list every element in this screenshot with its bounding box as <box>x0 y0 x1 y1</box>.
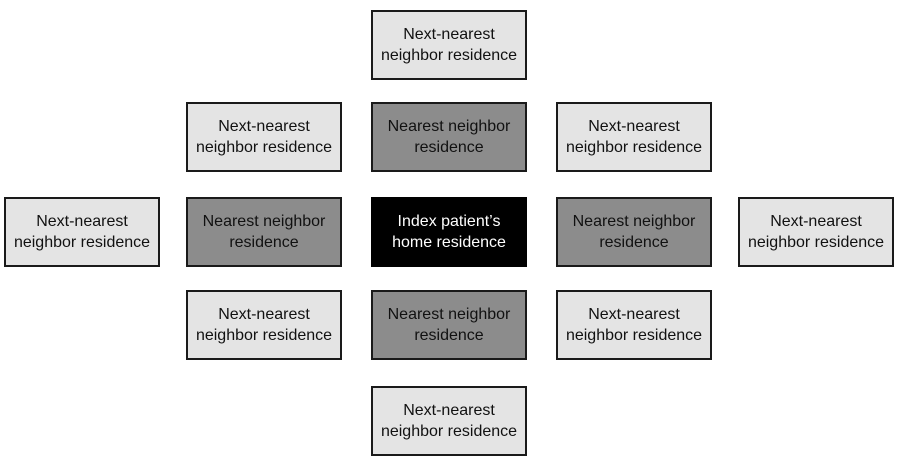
nearest-neighbor-upper: Nearest neighbor residence <box>371 102 527 172</box>
next-nearest-neighbor-far-left: Next-nearest neighbor residence <box>4 197 160 267</box>
next-nearest-neighbor-top: Next-nearest neighbor residence <box>371 10 527 80</box>
box-label: Next-nearest neighbor residence <box>13 213 151 251</box>
box-label: Next-nearest neighbor residence <box>380 26 518 64</box>
box-label: Nearest neighbor residence <box>202 213 326 251</box>
box-label: Next-nearest neighbor residence <box>380 402 518 440</box>
next-nearest-neighbor-bottom: Next-nearest neighbor residence <box>371 386 527 456</box>
next-nearest-neighbor-upper-left: Next-nearest neighbor residence <box>186 102 342 172</box>
box-label: Next-nearest neighbor residence <box>565 118 703 156</box>
next-nearest-neighbor-lower-right: Next-nearest neighbor residence <box>556 290 712 360</box>
next-nearest-neighbor-lower-left: Next-nearest neighbor residence <box>186 290 342 360</box>
nearest-neighbor-lower: Nearest neighbor residence <box>371 290 527 360</box>
nearest-neighbor-left: Nearest neighbor residence <box>186 197 342 267</box>
next-nearest-neighbor-upper-right: Next-nearest neighbor residence <box>556 102 712 172</box>
box-label: Next-nearest neighbor residence <box>565 306 703 344</box>
box-label: Nearest neighbor residence <box>387 118 511 156</box>
box-label: Next-nearest neighbor residence <box>747 213 885 251</box>
box-label: Nearest neighbor residence <box>387 306 511 344</box>
next-nearest-neighbor-far-right: Next-nearest neighbor residence <box>738 197 894 267</box>
box-label: Nearest neighbor residence <box>572 213 696 251</box>
box-label: Index patient’s home residence <box>392 213 506 251</box>
index-patient-home-residence: Index patient’s home residence <box>371 197 527 267</box>
box-label: Next-nearest neighbor residence <box>195 306 333 344</box>
nearest-neighbor-right: Nearest neighbor residence <box>556 197 712 267</box>
box-label: Next-nearest neighbor residence <box>195 118 333 156</box>
